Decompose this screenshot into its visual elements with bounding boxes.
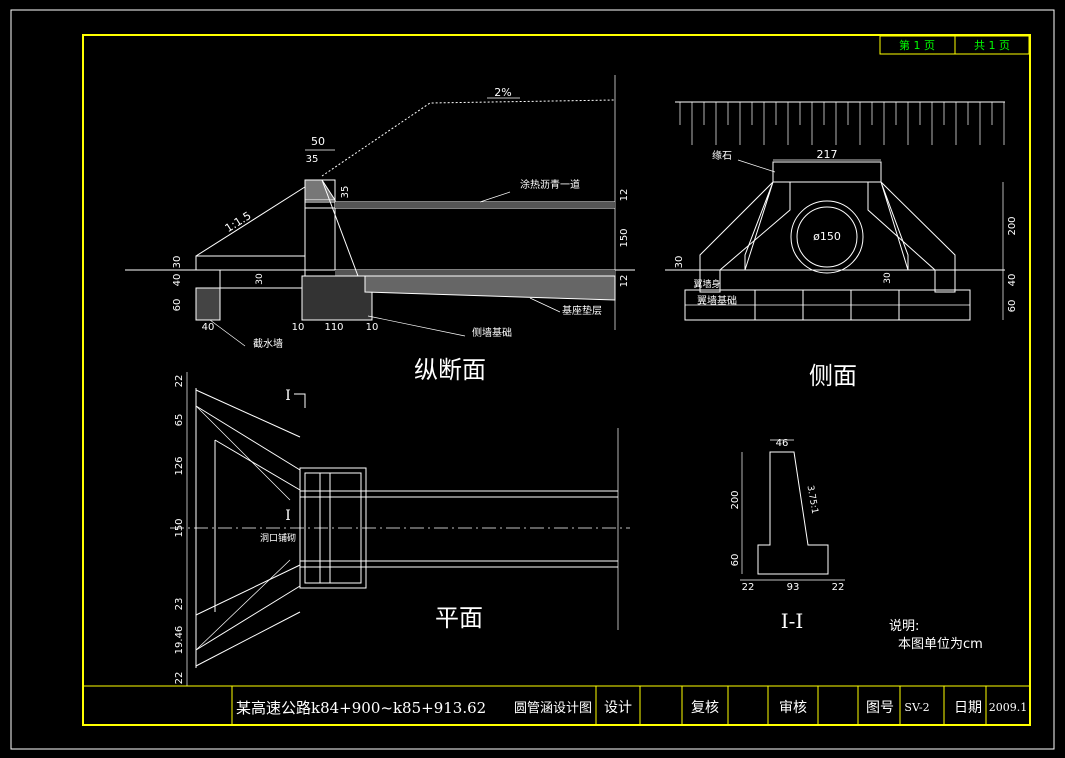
- sec-dim-60: 60: [730, 554, 741, 567]
- label-side-wall-base: 侧墙基础: [472, 326, 512, 339]
- label-2pct: 2%: [494, 86, 511, 99]
- note-body: 本图单位为cm: [898, 637, 983, 652]
- outer-border: [10, 9, 1055, 750]
- dim-40c: 40: [1007, 274, 1018, 287]
- plan-dim-22: 22: [174, 375, 185, 388]
- label-section-slope: 3.75:1: [805, 485, 820, 515]
- label-slope-ratio: 1:1.5: [223, 209, 254, 235]
- dim-12: 12: [619, 189, 630, 202]
- dim-30d: 30: [883, 272, 893, 284]
- dim-10b: 10: [366, 322, 379, 333]
- sec-dim-22b: 22: [832, 582, 845, 593]
- dim-217: 217: [817, 148, 838, 161]
- sec-dim-46: 46: [776, 438, 789, 449]
- plan-dim-23: 23: [174, 598, 185, 611]
- dim-60b: 60: [1007, 300, 1018, 313]
- longitudinal-section: 50 35 35 12 150 12 30 40 60 40 10 110 10…: [125, 75, 635, 384]
- title-design: 设计: [604, 700, 632, 716]
- title-date: 2009.1: [989, 701, 1028, 714]
- page-current: 第 1 页: [899, 38, 935, 52]
- title-date-label: 日期: [954, 700, 982, 716]
- sec-dim-93: 93: [787, 582, 800, 593]
- view-title-side: 侧面: [809, 362, 857, 390]
- plan-dim-1946: 19.46: [174, 626, 185, 655]
- label-wall-body: 翼墙身: [693, 278, 720, 290]
- title-block: 某高速公路k84+900~k85+913.62 圆管涵设计图 设计 复核 审核 …: [83, 685, 1030, 725]
- sec-dim-22: 22: [742, 582, 755, 593]
- title-drawing: 圆管涵设计图: [514, 701, 592, 716]
- label-cushion: 基座垫层: [562, 304, 602, 317]
- plan-view: I I 洞口铺砌 22 65 126 150 23 19.46 22 平面: [170, 372, 630, 686]
- dim-50: 50: [311, 135, 325, 148]
- section-mark-top: I: [285, 388, 291, 404]
- label-wall-base: 翼墙基础: [697, 294, 737, 307]
- title-drawing-no-label: 图号: [866, 700, 894, 716]
- plan-dim-22b: 22: [174, 672, 185, 685]
- label-curb: 缘石: [712, 149, 732, 162]
- note-title: 说明:: [889, 619, 919, 634]
- dim-150: 150: [619, 228, 630, 247]
- title-drawing-no: SV-2: [904, 701, 929, 714]
- dim-30c: 30: [674, 256, 685, 269]
- plan-dim-126: 126: [174, 456, 185, 475]
- dim-30b: 30: [255, 273, 265, 285]
- view-title-longitudinal: 纵断面: [414, 356, 486, 384]
- plan-dim-65: 65: [174, 414, 185, 427]
- label-cutoff-wall: 截水墙: [253, 337, 283, 350]
- dim-10: 10: [292, 322, 305, 333]
- dim-40b: 40: [202, 322, 215, 333]
- view-title-section: I-I: [781, 609, 804, 633]
- side-hatch: [679, 102, 1005, 145]
- section-mark-bottom: I: [285, 508, 291, 524]
- page-total: 共 1 页: [974, 39, 1010, 52]
- sec-dim-200: 200: [730, 490, 741, 509]
- side-view: 217 200 40 60 30 30 缘石 ø150 翼墙身 翼墙基础 侧面: [665, 101, 1018, 390]
- dim-200: 200: [1007, 216, 1018, 235]
- label-portal-paving: 洞口铺砌: [260, 532, 296, 544]
- title-project: 某高速公路k84+900~k85+913.62: [236, 699, 486, 717]
- plan-dim-150: 150: [174, 518, 185, 537]
- dim-110: 110: [324, 322, 343, 333]
- dim-35b: 35: [340, 186, 351, 199]
- dim-35: 35: [306, 154, 319, 165]
- title-review: 复核: [691, 699, 719, 716]
- dim-40: 40: [172, 274, 183, 287]
- label-asphalt: 涂热沥青一道: [520, 178, 580, 191]
- section-view: 46 200 60 22 93 22 3.75:1 I-I: [730, 438, 845, 633]
- title-approve: 审核: [779, 700, 807, 716]
- drawing-frame: [82, 34, 1031, 726]
- dim-12b: 12: [619, 275, 630, 288]
- page-total-box: [954, 35, 1030, 55]
- view-title-plan: 平面: [435, 604, 483, 632]
- dim-30: 30: [172, 256, 183, 269]
- dim-60: 60: [172, 299, 183, 312]
- label-pipe-dia: ø150: [813, 230, 841, 243]
